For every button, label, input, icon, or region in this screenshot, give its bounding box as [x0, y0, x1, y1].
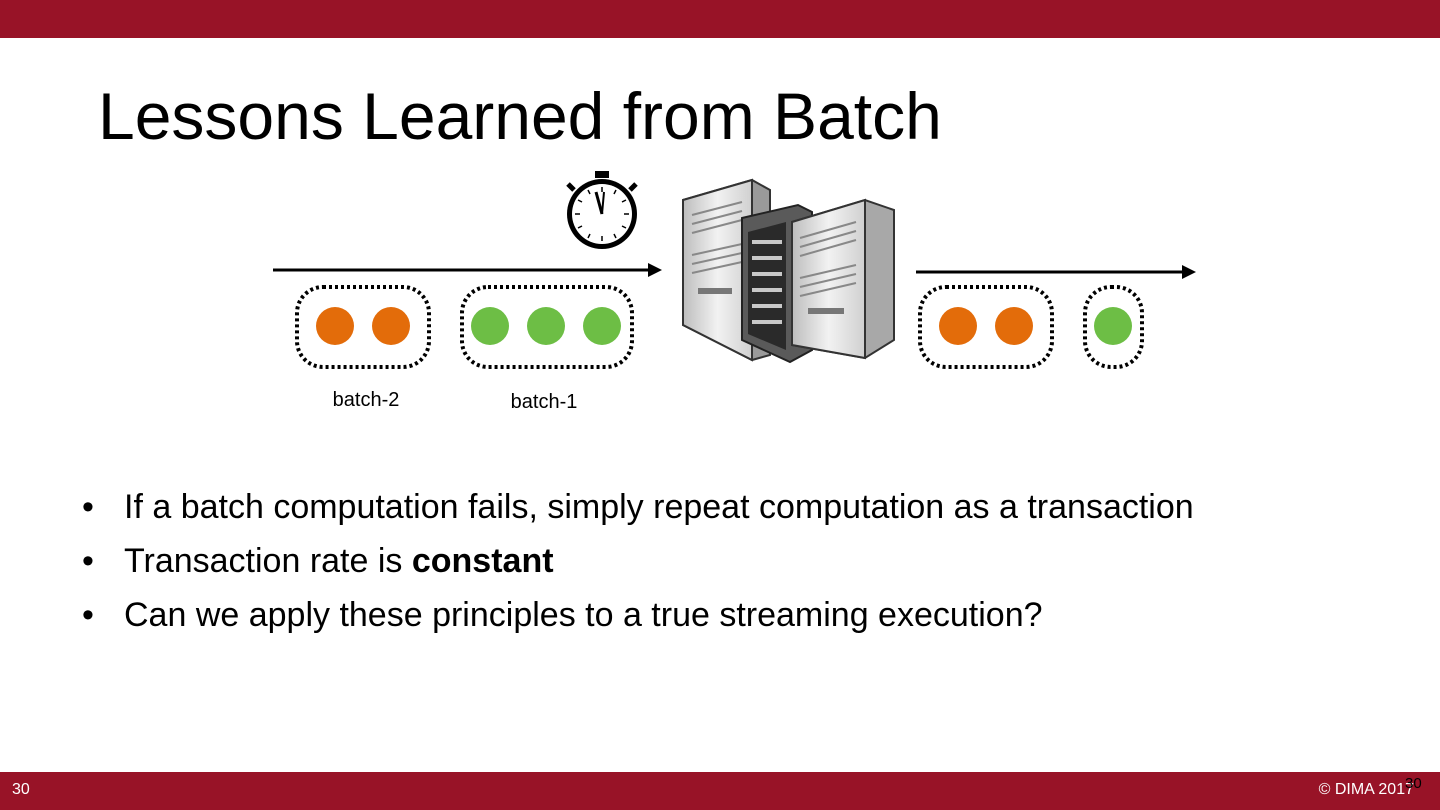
output-green-group: [1083, 285, 1144, 369]
emphasis-text: constant: [411, 542, 554, 580]
orange-event-dot: [372, 307, 410, 345]
orange-event-dot: [316, 307, 354, 345]
orange-event-dot: [939, 307, 977, 345]
footer-page-number: 30: [12, 781, 30, 798]
batch-2-group: [295, 285, 431, 369]
batch-diagram: batch-2 batch-1: [273, 171, 1196, 413]
bottom-bar: [0, 772, 1440, 810]
green-event-dot: [1094, 307, 1132, 345]
bullet-item: If a batch computation fails, simply rep…: [80, 485, 1194, 539]
bullet-list: If a batch computation fails, simply rep…: [80, 485, 1194, 647]
green-event-dot: [471, 307, 509, 345]
batch-1-group: [460, 285, 634, 369]
batch-2-label: batch-2: [333, 389, 400, 411]
footer-copyright: © DIMA 2017: [1318, 781, 1414, 798]
stopwatch-icon: [566, 171, 638, 249]
bullet-item: Transaction rate is constant: [80, 539, 1194, 593]
corner-page-number: 30: [1405, 775, 1422, 792]
top-bar: [0, 0, 1440, 38]
output-arrow-icon: [916, 265, 1196, 279]
green-event-dot: [583, 307, 621, 345]
server-cluster-icon: [682, 178, 895, 364]
orange-event-dot: [995, 307, 1033, 345]
output-orange-group: [918, 285, 1054, 369]
bullet-item: Can we apply these principles to a true …: [80, 593, 1194, 647]
slide-title: Lessons Learned from Batch: [98, 79, 942, 153]
green-event-dot: [527, 307, 565, 345]
batch-1-label: batch-1: [511, 391, 578, 413]
input-arrow-icon: [273, 263, 662, 277]
